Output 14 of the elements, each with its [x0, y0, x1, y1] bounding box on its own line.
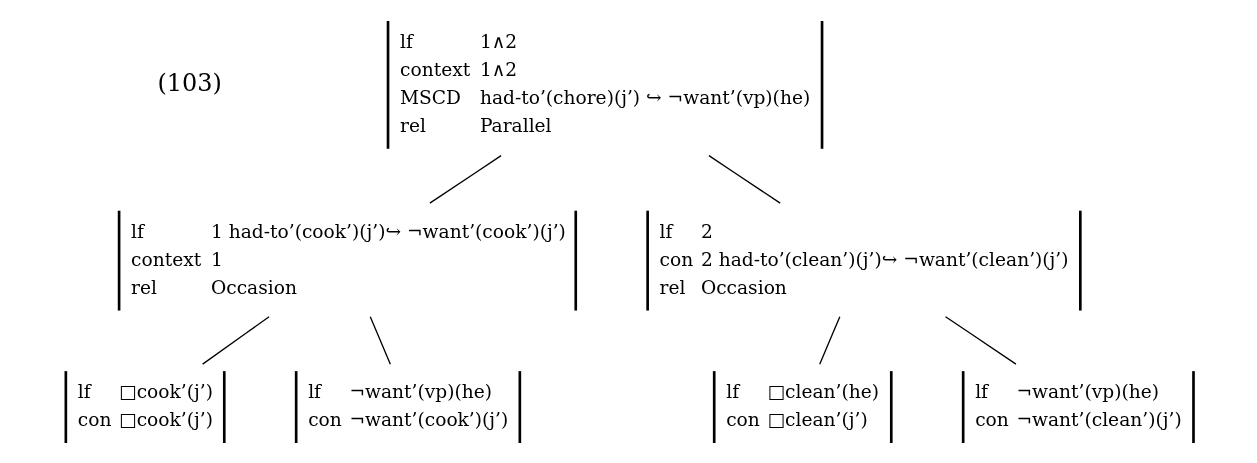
- node-text: lf 2 con 2 had-to’(clean’)(j’)↪ ¬want’(clean’)(j’) rel Occasion: [659, 220, 1069, 298]
- label: (103): [156, 68, 222, 97]
- node-text: lf ¬want’(vp)(he) con ¬want’(clean’)(j’): [974, 380, 1182, 430]
- connector: [369, 315, 391, 365]
- node-text: lf □clean’(he) con □clean’(j’): [725, 380, 879, 430]
- node-text: lf 1 had-to’(cook’)(j’)↪ ¬want’(cook’)(j’) context 1 rel Occasion: [130, 220, 566, 298]
- connector: [201, 315, 270, 365]
- connector: [818, 315, 840, 365]
- connector: [428, 154, 502, 204]
- connector: [944, 315, 1017, 365]
- node-text: lf □cook’(j’) con □cook’(j’): [77, 380, 213, 430]
- connector: [707, 154, 781, 204]
- node-text: lf 1∧2 context 1∧2 MSCD had-to’(chore)(j’) ↪ ¬want’(vp)(he) rel Parallel: [399, 30, 810, 136]
- node-text: lf ¬want’(vp)(he) con ¬want’(cook’)(j’): [307, 380, 508, 430]
